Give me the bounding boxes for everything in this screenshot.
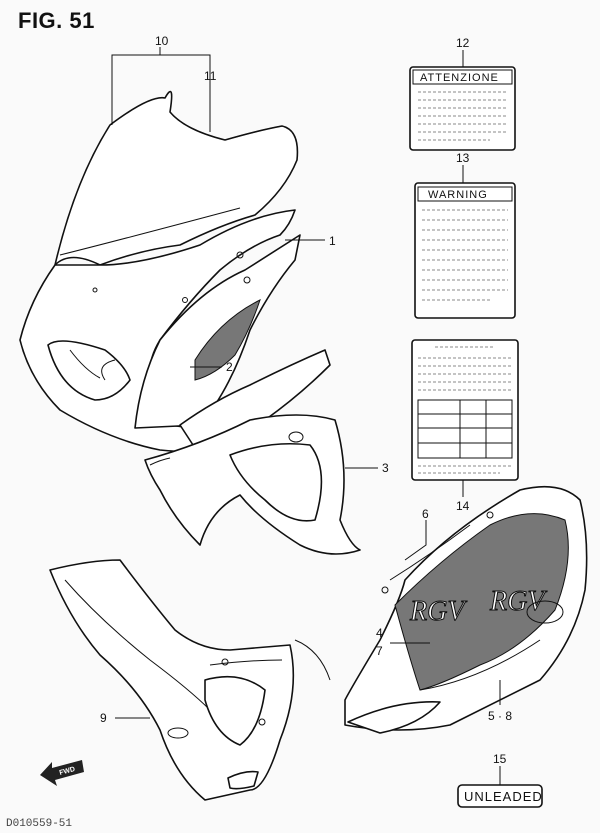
decal-rgv-left: RGV (409, 596, 467, 627)
callout-10: 10 (155, 34, 169, 48)
callout-2: 2 (226, 360, 233, 374)
side-cowl-right[interactable]: RGV RGV (344, 485, 588, 734)
side-panel-graphic (194, 299, 261, 381)
info-label-plate[interactable] (411, 339, 519, 481)
unleaded-label-text: UNLEADED (464, 789, 543, 804)
callout-5-8: 5 · 8 (488, 709, 512, 723)
lower-cowling-left[interactable] (49, 559, 331, 801)
callout-15: 15 (493, 752, 507, 766)
callout-12: 12 (456, 36, 470, 50)
lower-cowl-vent (227, 770, 259, 790)
side-cowl-lower-trim (347, 701, 441, 734)
callout-3: 3 (382, 461, 389, 475)
callout-13: 13 (456, 151, 470, 165)
warning-label[interactable]: WARNING (414, 182, 516, 319)
attenzione-label-heading: ATTENZIONE (420, 72, 499, 84)
callout-1: 1 (329, 234, 336, 248)
unleaded-label[interactable]: UNLEADED (457, 784, 543, 808)
callout-7: 7 (376, 644, 383, 658)
callout-14: 14 (456, 499, 470, 513)
attenzione-label[interactable]: ATTENZIONE (409, 66, 516, 151)
figure-title: FIG. 51 (18, 8, 95, 33)
windscreen[interactable] (54, 90, 299, 266)
callout-numbers: 10 11 1 2 3 6 4 7 5 · 8 9 12 13 14 15 (100, 34, 512, 766)
figure-reference-code: D010559-51 (6, 818, 73, 830)
inner-cowl[interactable] (144, 414, 361, 555)
callout-9: 9 (100, 711, 107, 725)
forward-arrow-icon: FWD (40, 760, 84, 786)
forward-arrow-label: FWD (59, 766, 76, 777)
lower-cowl-duct (204, 675, 266, 746)
warning-label-heading: WARNING (428, 189, 488, 201)
callout-6: 6 (422, 507, 429, 521)
upper-cowling-assembly[interactable] (19, 90, 301, 453)
leader-lines (111, 47, 501, 785)
decal-rgv-right: RGV (489, 586, 547, 617)
callout-11: 11 (204, 69, 217, 83)
callout-4: 4 (376, 626, 383, 640)
